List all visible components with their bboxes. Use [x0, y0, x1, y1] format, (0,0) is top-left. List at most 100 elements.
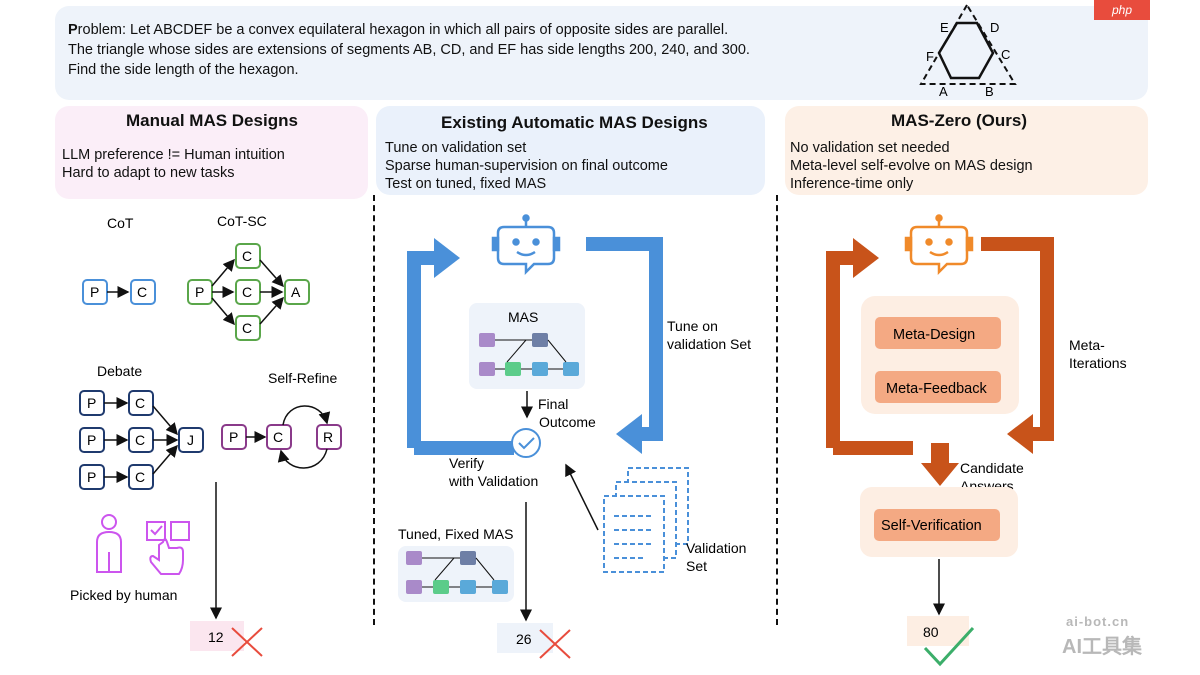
hexagon-outline	[937, 21, 995, 80]
php-badge: php	[1094, 0, 1150, 20]
svg-text:Iterations: Iterations	[1069, 355, 1127, 371]
triangle-outline	[919, 3, 1017, 85]
tuned-mas-box	[398, 546, 514, 602]
cotsc-node-a	[284, 279, 310, 305]
maszero-title: MAS-Zero (Ours)	[891, 111, 1027, 130]
svg-text:Outcome: Outcome	[539, 414, 596, 430]
manual-cross-2	[231, 627, 263, 657]
validation-arrow	[565, 463, 599, 531]
down-arrow	[921, 443, 959, 486]
maszero-panel	[785, 106, 1148, 195]
selfver-inner	[874, 509, 1000, 541]
svg-text:P: P	[87, 469, 96, 485]
svg-text:J: J	[187, 432, 194, 448]
picked-label: Picked by human	[70, 587, 177, 603]
svg-text:validation Set: validation Set	[667, 336, 751, 352]
svg-text:Tune on: Tune on	[667, 318, 718, 334]
hexagon-figure: E D F C A B	[919, 3, 1017, 99]
svg-text:Validation: Validation	[686, 540, 746, 556]
maszero-score: 80	[923, 624, 939, 640]
watermark-name: AI工具集	[1062, 636, 1142, 658]
svg-text:Verify: Verify	[449, 455, 484, 471]
svg-text:Candidate: Candidate	[960, 460, 1024, 476]
maszero-diagram: Meta-Design Meta-Feedback Meta- Iteratio…	[826, 214, 1127, 667]
svg-text:C: C	[135, 395, 145, 411]
check-icon	[923, 626, 975, 667]
svg-text:with Validation: with Validation	[448, 473, 538, 489]
maszero-score-box	[907, 616, 969, 646]
meta-loop-left-arrow	[826, 251, 859, 448]
tuned-label: Tuned, Fixed MAS	[398, 526, 513, 542]
divider-right	[776, 195, 778, 625]
meta-design-label: Meta-Design	[893, 327, 975, 343]
label-B: B	[985, 84, 994, 99]
cotsc-node-c3	[235, 315, 261, 341]
robot-icon-blue	[491, 214, 561, 276]
existing-desc: Tune on validation set Sparse human-supe…	[385, 140, 668, 192]
svg-text:R: R	[323, 429, 333, 445]
svg-text:A: A	[291, 284, 301, 300]
svg-text:P: P	[87, 432, 96, 448]
svg-text:C: C	[137, 284, 147, 300]
selfrefine-label: Self-Refine	[268, 370, 337, 386]
selfver-label: Self-Verification	[881, 518, 982, 534]
svg-text:P: P	[195, 284, 204, 300]
maszero-desc: No validation set needed Meta-level self…	[790, 140, 1033, 192]
svg-text:C: C	[135, 432, 145, 448]
manual-diagram: CoT CoT-SC P C P C C C A Debate Self-Ref…	[70, 213, 342, 657]
svg-text:C: C	[135, 469, 145, 485]
label-F: F	[926, 49, 934, 64]
meta-feedback-box	[875, 371, 1001, 403]
existing-score-box	[497, 623, 553, 653]
tuned-mas-graph	[406, 551, 508, 594]
existing-panel	[376, 106, 765, 195]
svg-text:Final: Final	[538, 396, 568, 412]
problem-text: Problem: Let ABCDEF be a convex equilate…	[68, 22, 750, 78]
cotsc-label: CoT-SC	[217, 213, 267, 229]
label-A: A	[939, 84, 948, 99]
existing-diagram: MAS Final Outcome Tune on validation Set…	[398, 214, 751, 659]
manual-panel	[55, 106, 368, 199]
meta-feedback-label: Meta-Feedback	[886, 381, 987, 397]
svg-text:C: C	[273, 429, 283, 445]
cot-node-c	[130, 279, 156, 305]
divider-left	[373, 195, 375, 625]
debate-label: Debate	[97, 363, 142, 379]
manual-score: 12	[208, 629, 224, 645]
mas-label: MAS	[508, 309, 538, 325]
svg-text:C: C	[242, 284, 252, 300]
label-E: E	[940, 20, 949, 35]
cot-label: CoT	[107, 215, 134, 231]
svg-text:C: C	[242, 248, 252, 264]
svg-text:P: P	[90, 284, 99, 300]
label-C: C	[1001, 47, 1010, 62]
svg-text:P: P	[229, 429, 238, 445]
existing-cross-2	[539, 629, 571, 659]
loop-left-arrow	[407, 251, 440, 448]
problem-banner	[55, 6, 1148, 100]
mas-graph	[479, 333, 579, 376]
hand-click-icon	[146, 521, 190, 575]
selfrefine-graph: P C R	[221, 405, 342, 469]
document-stack-icon	[603, 467, 689, 573]
loop-right-arrow	[586, 237, 663, 441]
manual-score-box	[190, 621, 244, 651]
watermark-site: ai-bot.cn	[1066, 614, 1130, 629]
debate-graph: P C P C P C J	[79, 390, 204, 490]
svg-text:Meta-: Meta-	[1069, 337, 1105, 353]
meta-design-box	[875, 317, 1001, 349]
svg-text:C: C	[242, 320, 252, 336]
svg-text:Set: Set	[686, 558, 707, 574]
svg-text:P: P	[87, 395, 96, 411]
existing-score: 26	[516, 631, 532, 647]
existing-title: Existing Automatic MAS Designs	[441, 113, 708, 132]
robot-icon-orange	[904, 214, 974, 276]
label-D: D	[990, 20, 999, 35]
meta-loop-right-arrow	[981, 237, 1054, 441]
manual-title: Manual MAS Designs	[126, 111, 298, 130]
mas-box	[469, 303, 585, 389]
person-icon	[96, 514, 122, 573]
check-circle-icon	[511, 428, 541, 458]
manual-desc: LLM preference != Human intuition Hard t…	[62, 147, 285, 181]
cotsc-node-c1	[235, 243, 261, 269]
